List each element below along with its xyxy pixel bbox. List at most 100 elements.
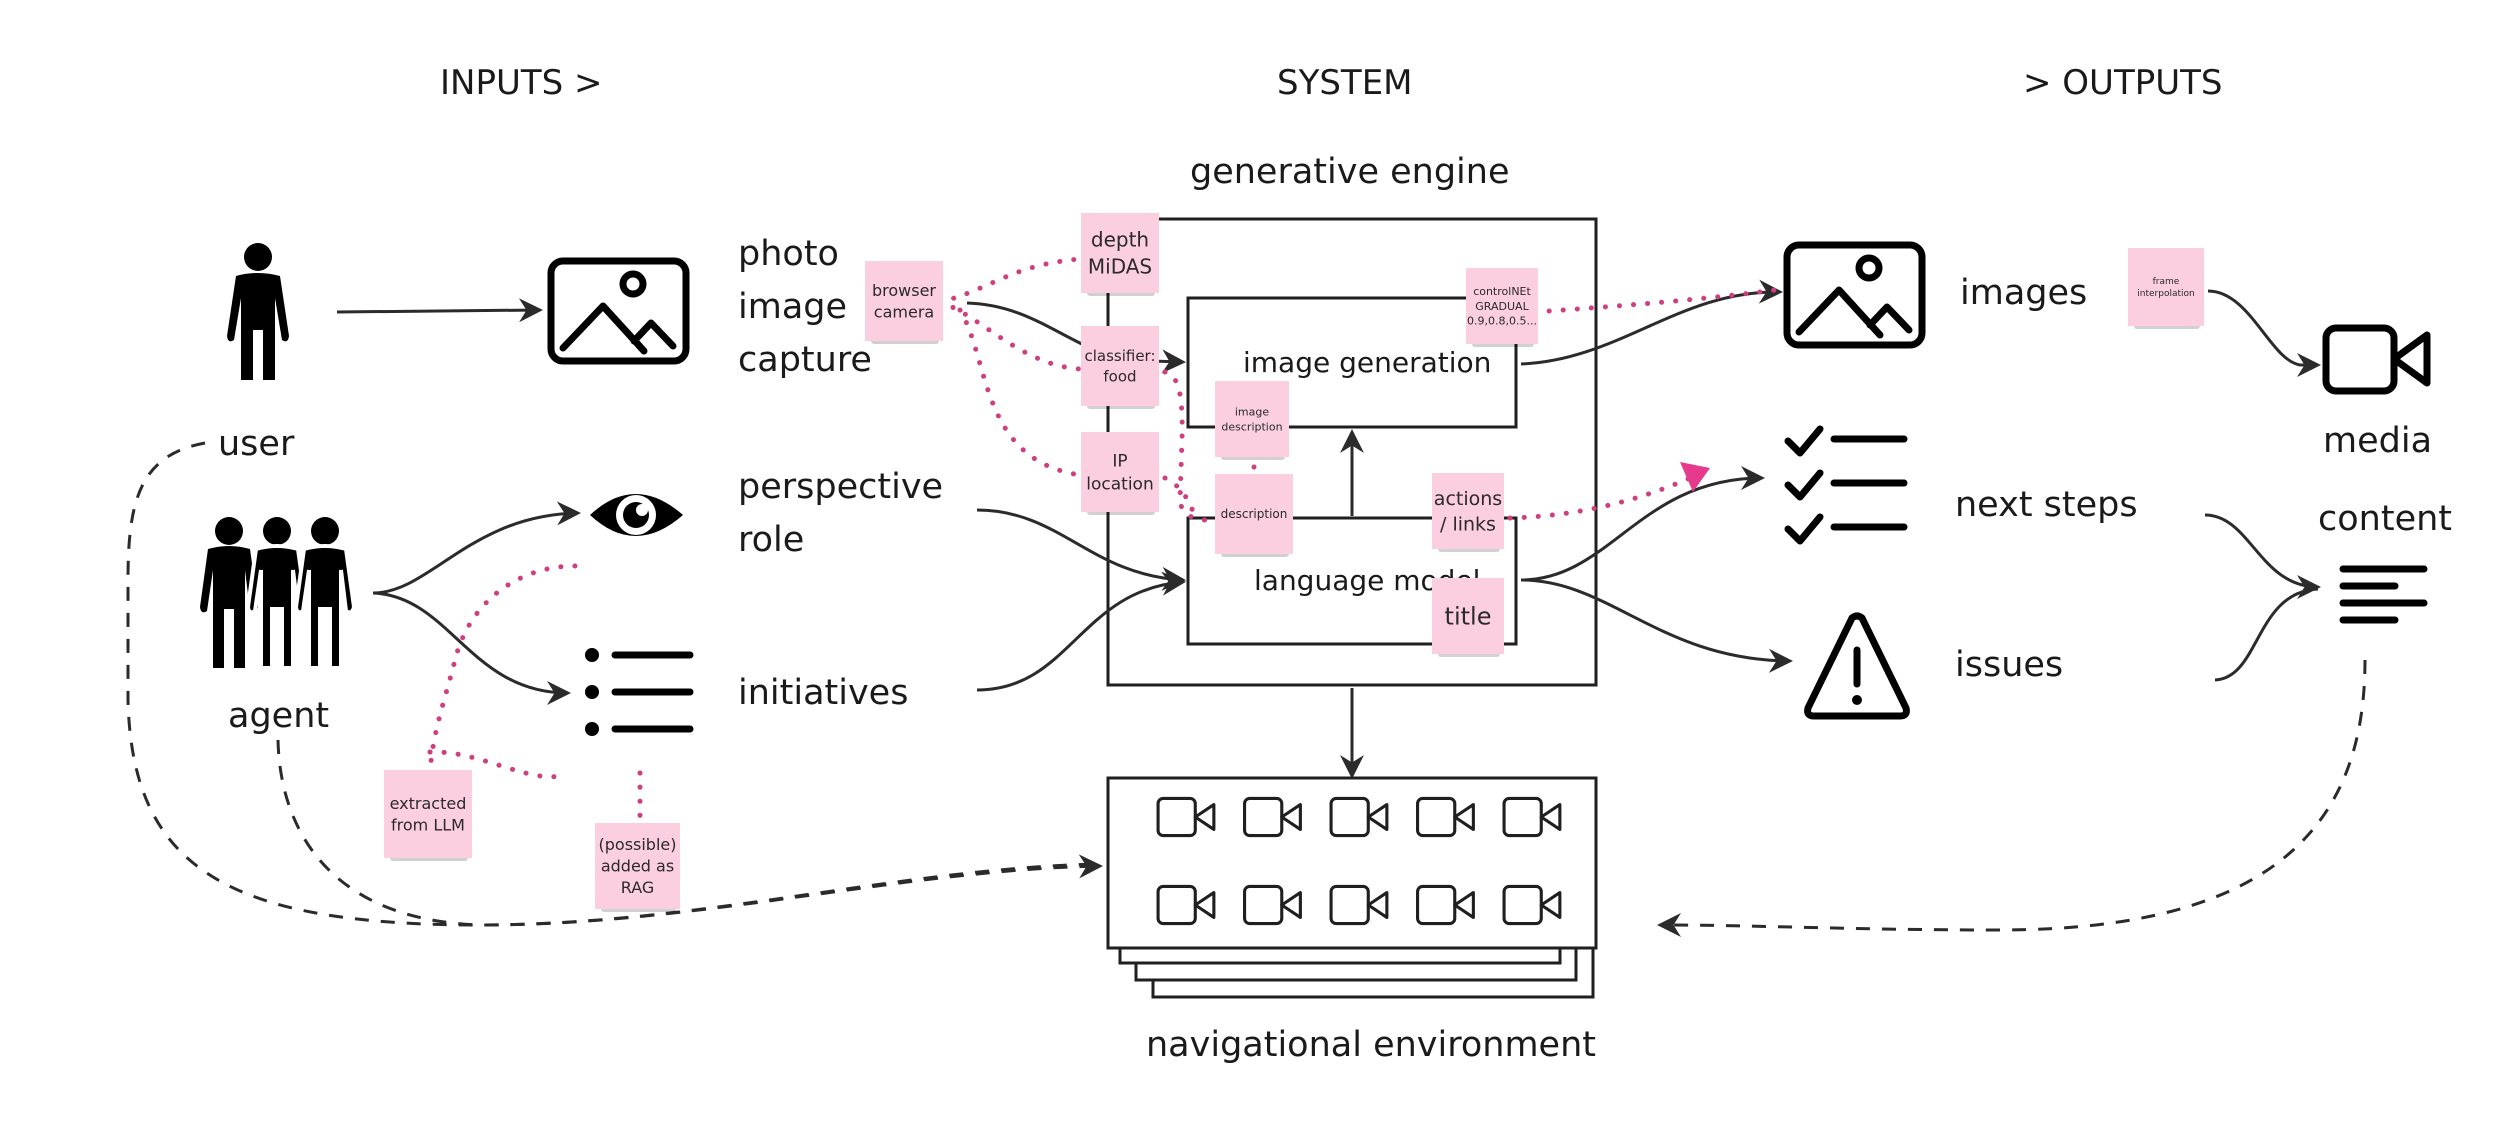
photo-input-label: image <box>738 287 847 327</box>
classifier-to-lm-dots <box>1162 369 1208 523</box>
images-output-label: images <box>1960 273 2087 313</box>
media-video-icon <box>2322 324 2431 395</box>
note-text: extracted <box>390 794 467 813</box>
eye-icon <box>590 494 683 536</box>
note-text: RAG <box>621 878 655 897</box>
photo-input-label: photo <box>738 234 839 274</box>
initiatives-to-lm-wire <box>976 571 1186 692</box>
imagegen-to-images-arrow <box>1520 279 1783 366</box>
next-steps-output-label: next steps <box>1955 485 2138 525</box>
note-text: interpolation <box>2137 289 2194 299</box>
note-text: location <box>1086 474 1153 494</box>
note-text: description <box>1221 420 1282 433</box>
description-note[interactable]: description <box>1215 474 1293 557</box>
note-text: description <box>1221 507 1288 521</box>
list-to-extracted-dots <box>427 749 568 780</box>
perspective-input-label: role <box>738 520 804 560</box>
header-outputs: > OUTPUTS <box>2023 63 2222 103</box>
actions-links-note[interactable]: actions / links <box>1432 473 1504 552</box>
note-background <box>1215 474 1293 554</box>
note-text: title <box>1445 602 1492 630</box>
browser-camera-note[interactable]: browser camera <box>865 261 943 344</box>
ip-location-note[interactable]: IP location <box>1081 432 1159 515</box>
bullet-list-icon <box>585 648 694 736</box>
camera-to-classifier-dots <box>937 299 1083 372</box>
note-text: classifier: <box>1084 347 1155 365</box>
extracted-from-llm-note[interactable]: extracted from LLM <box>384 770 472 861</box>
note-text: camera <box>874 302 934 321</box>
note-background <box>2128 248 2204 326</box>
image-description-note[interactable]: image description <box>1215 381 1289 460</box>
generative-engine-title: generative engine <box>1190 152 1510 192</box>
note-background <box>1081 326 1159 406</box>
note-text: browser <box>872 281 936 300</box>
note-text: / links <box>1440 513 1496 535</box>
note-text: image <box>1235 405 1269 418</box>
nextsteps-to-content-arrow <box>2204 513 2321 599</box>
input-image-icon <box>547 257 690 365</box>
content-text-icon <box>2339 565 2428 624</box>
perspective-input-label: perspective <box>738 467 943 507</box>
annotation-pointer-arrowhead <box>1680 462 1710 492</box>
navigational-environment-label: navigational environment <box>1146 1025 1596 1065</box>
photo-input-label: capture <box>738 340 872 380</box>
header-inputs: INPUTS > <box>440 63 603 103</box>
issues-output-label: issues <box>1955 645 2063 685</box>
note-background <box>1432 473 1504 549</box>
title-note[interactable]: title <box>1432 578 1504 657</box>
note-text: MiDAS <box>1088 255 1152 279</box>
eye-to-extracted-dots <box>427 563 578 793</box>
warning-icon <box>1804 612 1910 720</box>
agent-group-icon <box>200 517 357 670</box>
agent-to-list-arrow <box>372 591 571 705</box>
note-text: frame <box>2153 277 2180 287</box>
initiatives-input-label: initiatives <box>738 673 908 713</box>
camera-to-depth-dots <box>937 256 1083 305</box>
image-generation-label: image generation <box>1243 346 1491 379</box>
note-background <box>1215 381 1289 457</box>
frame-interpolation-note[interactable]: frame interpolation <box>2128 248 2204 329</box>
user-label: user <box>218 424 295 464</box>
note-background <box>384 770 472 858</box>
agent-to-nav-dashed-line <box>276 739 1101 927</box>
media-output-label: media <box>2323 421 2432 461</box>
note-background <box>1081 213 1159 293</box>
note-text: IP <box>1112 451 1127 471</box>
note-text: food <box>1103 367 1136 385</box>
note-text: 0.9,0.8,0.5... <box>1467 315 1537 328</box>
note-text: GRADUAL <box>1475 300 1529 313</box>
checklist-icon <box>1784 425 1908 545</box>
user-icon <box>227 243 289 380</box>
agent-to-eye-arrow <box>372 501 581 595</box>
classifier-food-note[interactable]: classifier: food <box>1081 326 1159 409</box>
note-text: (possible) <box>599 835 677 854</box>
content-output-label: content <box>2318 499 2452 539</box>
actions-to-nextsteps-dots <box>1507 475 1693 521</box>
controlnet-to-images-dots <box>1532 287 1778 315</box>
possible-rag-note[interactable]: (possible) added as RAG <box>595 823 680 912</box>
note-background <box>1466 268 1538 344</box>
output-images-icon <box>1783 241 1926 349</box>
lm-to-nextsteps-arrow <box>1520 466 1765 582</box>
camera-to-iplocation-dots <box>957 307 1083 478</box>
perspective-to-lm-wire <box>976 508 1186 591</box>
note-text: actions <box>1434 488 1502 510</box>
interpolation-to-media-arrow <box>2207 289 2321 377</box>
note-background <box>1081 432 1159 512</box>
note-background <box>1432 578 1504 654</box>
note-text: from LLM <box>391 815 465 834</box>
note-text: controlNEt <box>1473 285 1531 298</box>
issues-to-content-arrow <box>2214 587 2319 682</box>
agent-label: agent <box>228 696 329 736</box>
header-system: SYSTEM <box>1277 63 1413 103</box>
note-text: depth <box>1091 228 1149 252</box>
content-to-nav-dashed-line <box>1657 659 2367 938</box>
note-background <box>595 823 680 909</box>
user-to-image-arrow <box>336 298 543 323</box>
note-text: added as <box>601 857 674 876</box>
note-background <box>865 261 943 341</box>
lm-to-issues-arrow <box>1520 578 1793 673</box>
